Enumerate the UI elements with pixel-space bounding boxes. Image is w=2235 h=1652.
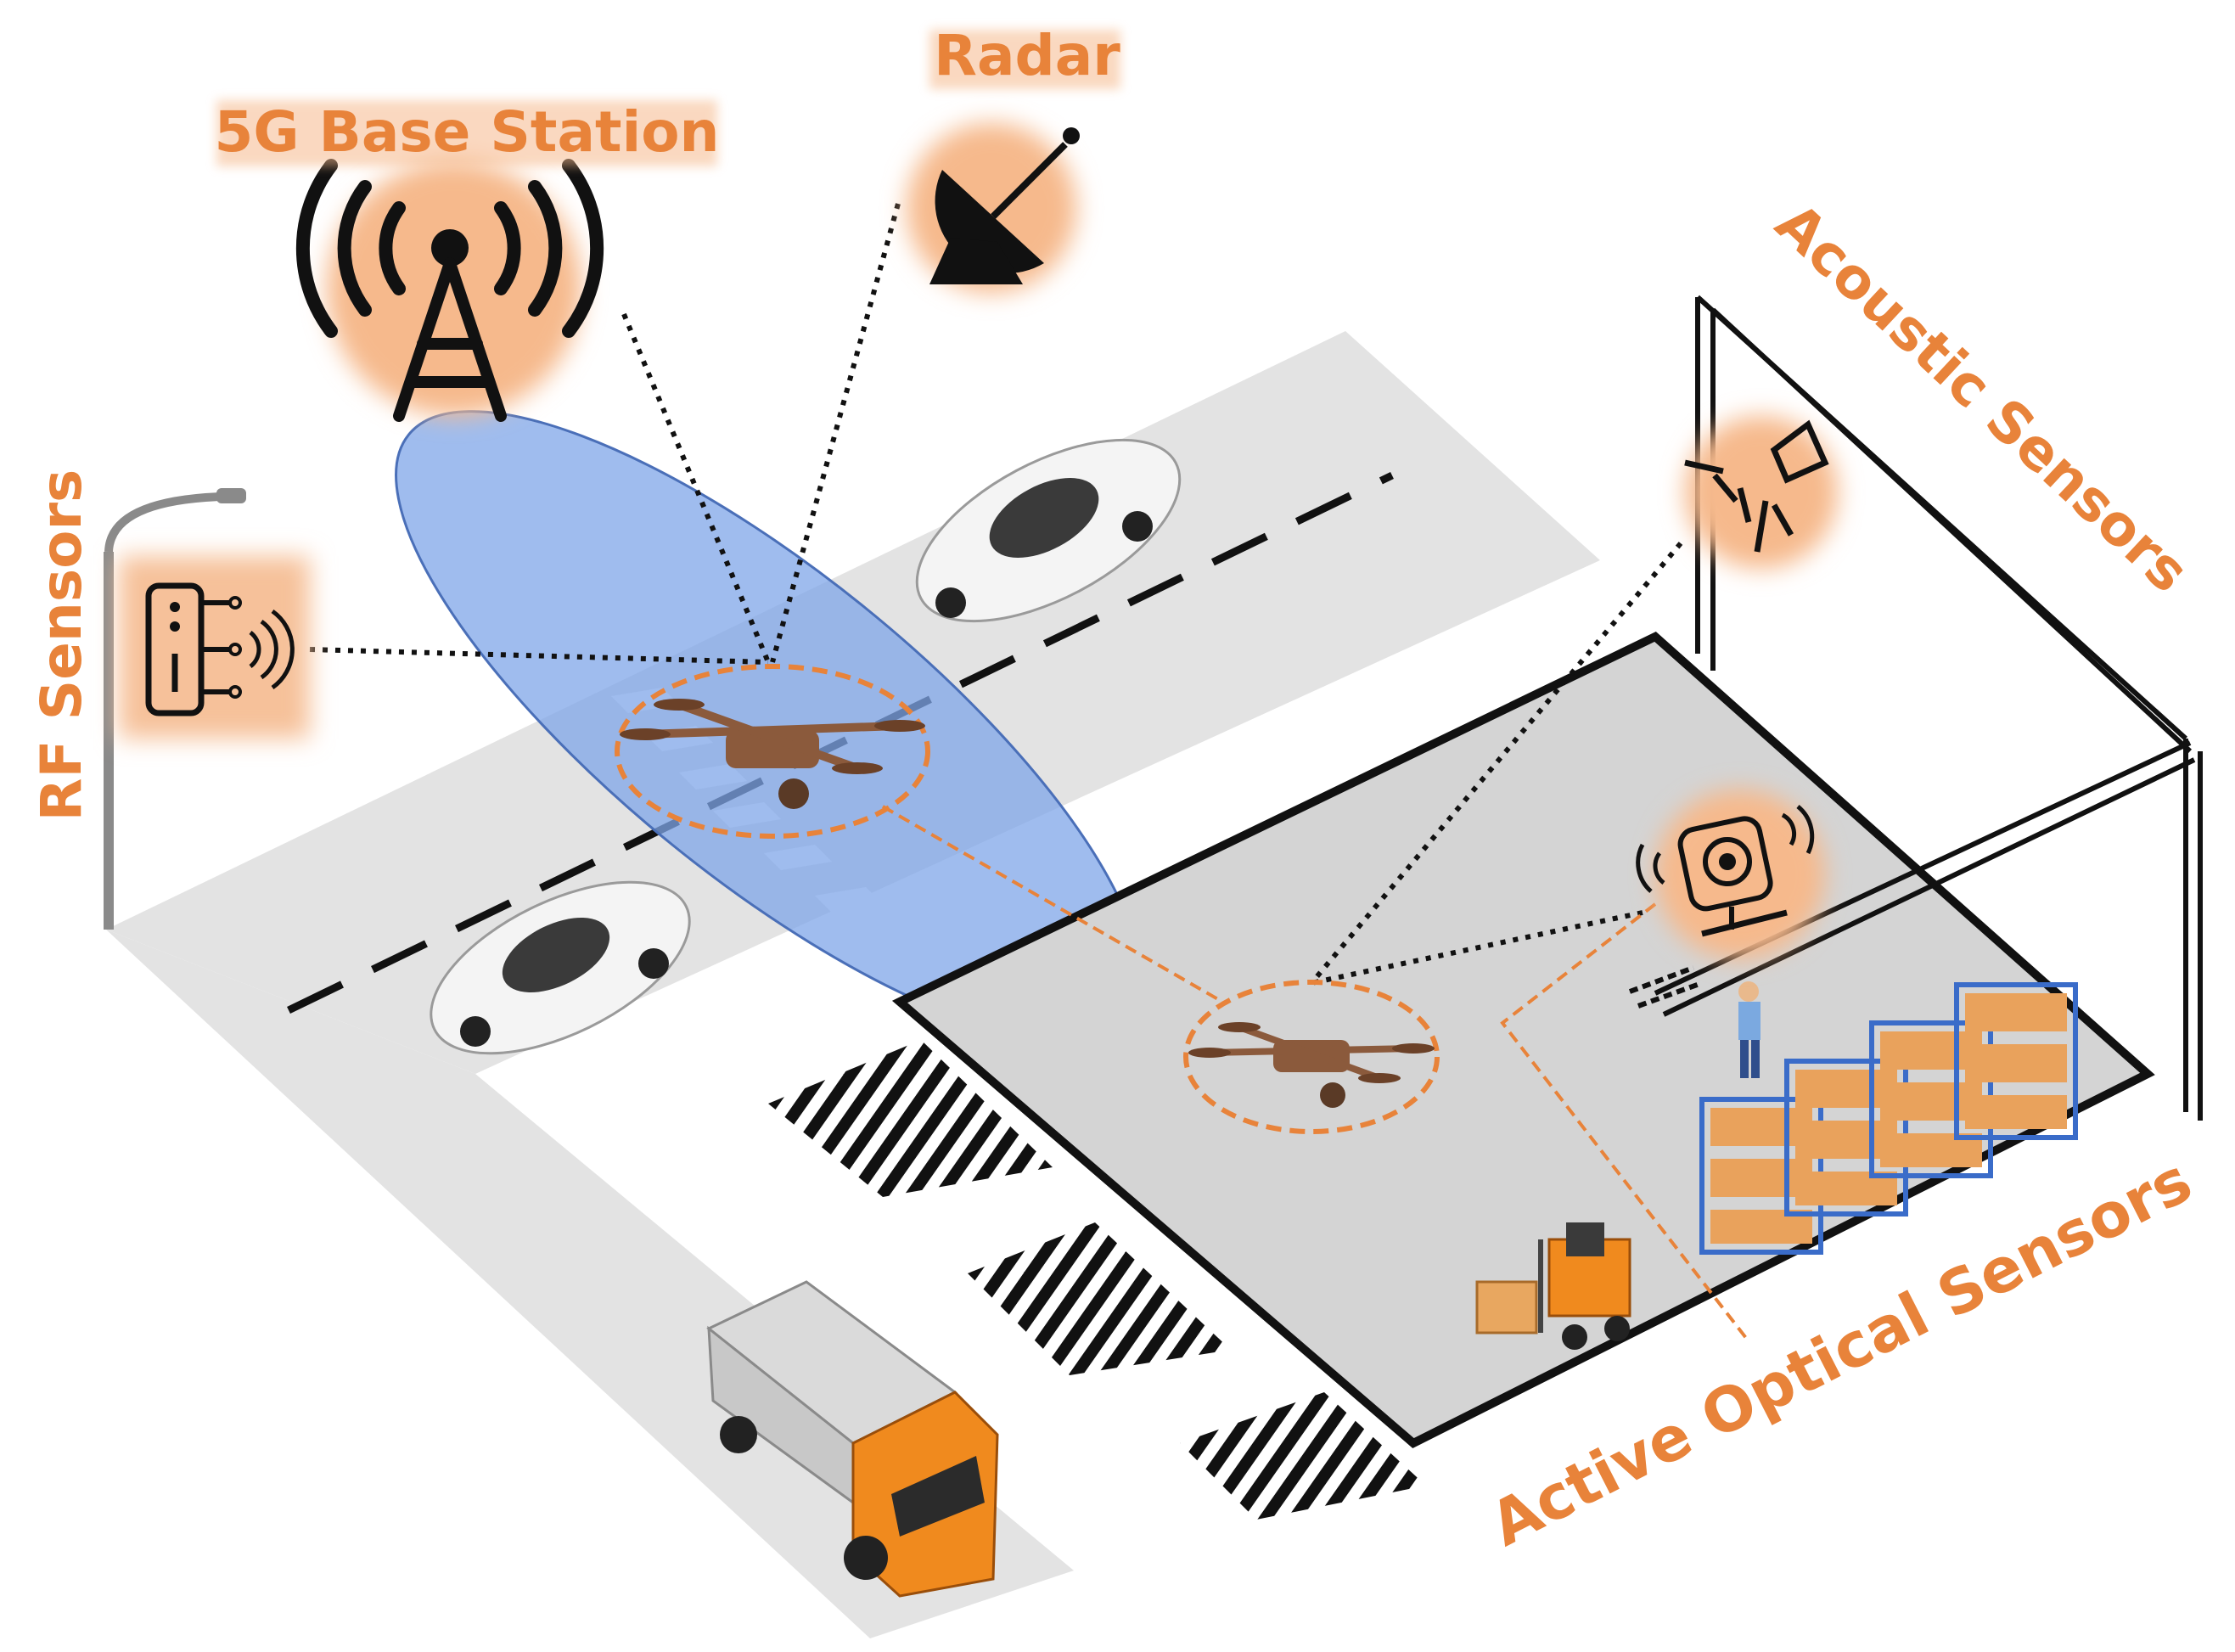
rf-sensor-icon [119,556,310,739]
warehouse-shelves [1699,982,2078,1255]
acoustic-sensor-icon [1684,416,1838,569]
street-lamp [104,488,246,930]
label-glows [216,30,1120,166]
cell-tower-icon [295,159,604,422]
forklift [1475,1222,1631,1350]
worker [1738,981,1760,1078]
car-bottom [430,880,691,1055]
car-top [915,438,1182,623]
link-radar [770,203,901,663]
radar-dish-icon [907,123,1080,293]
base-station-label: 5G Base Station [214,99,719,165]
optical-camera-icon [1628,789,1825,1009]
drone-warehouse [1183,980,1440,1134]
radar-label: Radar [934,23,1120,88]
sensor-links [309,203,1683,986]
link-rf-sensor [309,647,769,665]
hatched-ground [768,1040,1426,1520]
rf-sensors-label: RF Sensors [29,469,94,822]
acoustic-sensors-label: Acoustic Sensors [1763,190,2201,605]
warehouse-floor [891,632,2155,1448]
shelf-row [1954,982,2078,1140]
leader-lines [882,805,1750,1343]
delivery-truck [706,1280,999,1598]
link-optical [1311,910,1643,986]
drone-road [615,664,930,839]
